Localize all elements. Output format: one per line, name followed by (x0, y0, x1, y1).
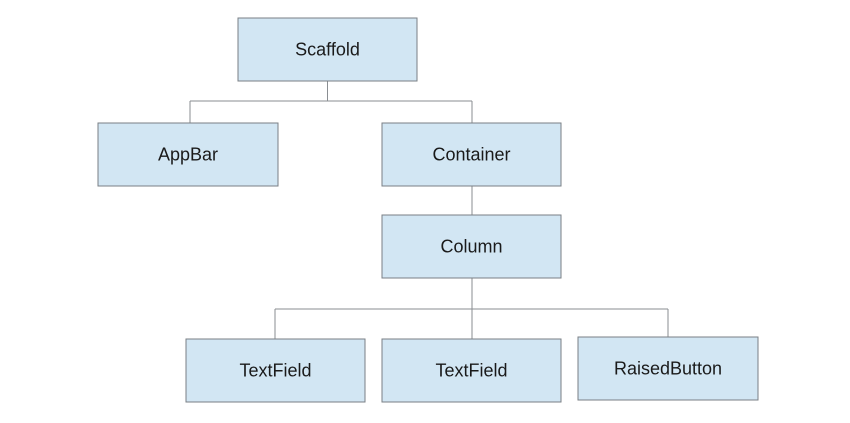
node-textfield-1-label: TextField (239, 361, 311, 381)
node-scaffold-label: Scaffold (295, 40, 360, 60)
node-raisedbutton-label: RaisedButton (614, 359, 722, 379)
node-textfield-2-label: TextField (435, 361, 507, 381)
node-scaffold[interactable]: Scaffold (237, 17, 418, 82)
node-appbar-label: AppBar (158, 145, 218, 165)
node-container[interactable]: Container (381, 122, 562, 187)
node-container-label: Container (432, 145, 510, 165)
node-column-label: Column (440, 237, 502, 257)
node-column[interactable]: Column (381, 214, 562, 279)
connector-scaffold-children (189, 81, 473, 123)
node-raisedbutton[interactable]: RaisedButton (577, 336, 759, 401)
node-textfield-1[interactable]: TextField (185, 338, 366, 403)
connector-column-children (274, 278, 669, 339)
node-textfield-2[interactable]: TextField (381, 338, 562, 403)
node-appbar[interactable]: AppBar (97, 122, 279, 187)
connectors (189, 81, 669, 339)
